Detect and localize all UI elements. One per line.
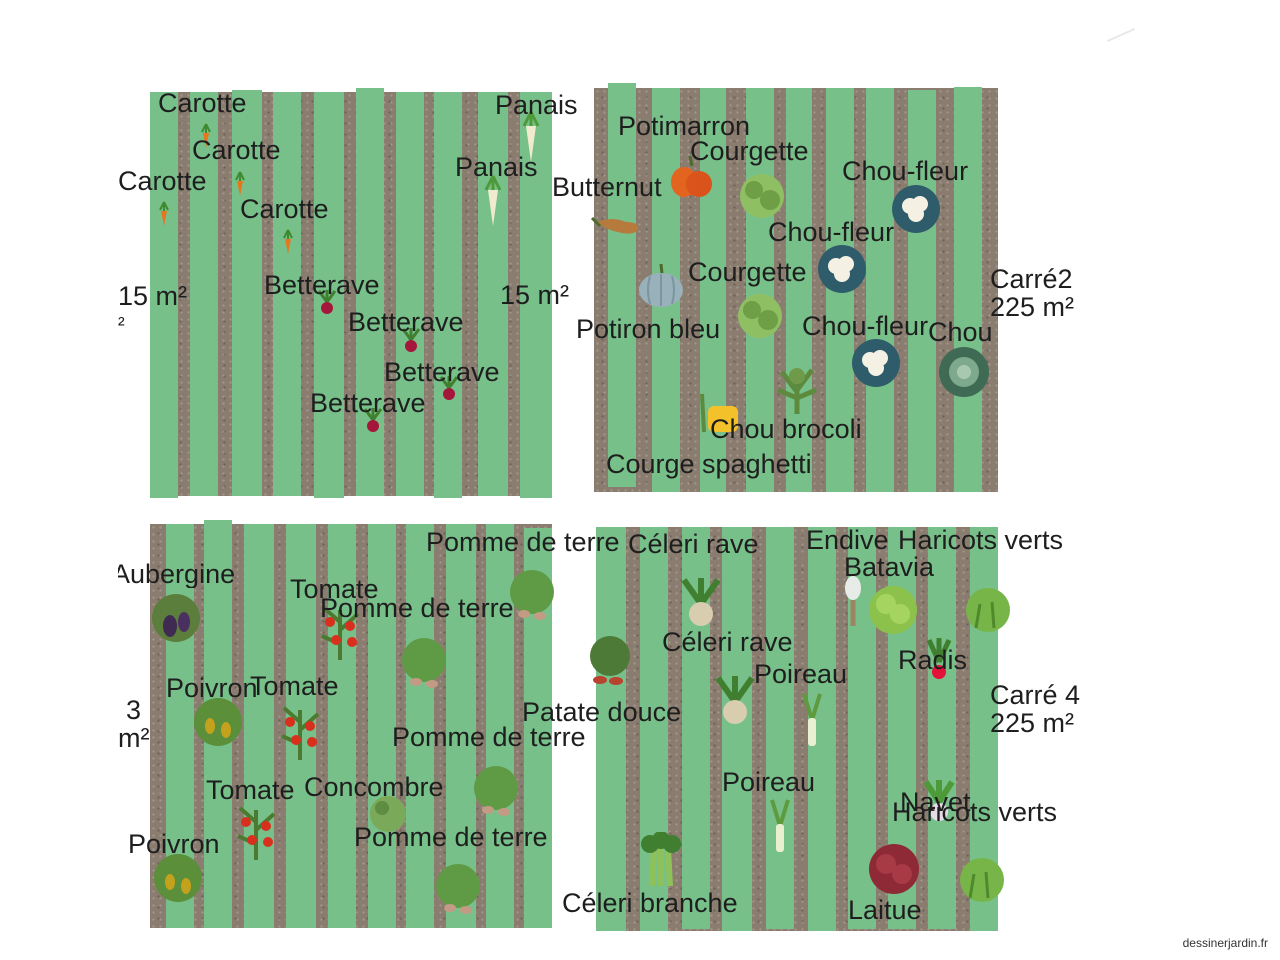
spaghetti-squash-icon[interactable] bbox=[692, 388, 748, 440]
bed-4-row bbox=[766, 527, 794, 929]
radish-icon[interactable] bbox=[924, 636, 954, 682]
bed-1-area-clip: ² bbox=[118, 314, 125, 336]
bed-3-row bbox=[486, 524, 514, 928]
cauliflower-icon[interactable] bbox=[850, 338, 902, 388]
cauliflower-icon[interactable] bbox=[890, 184, 942, 234]
carrot-icon[interactable] bbox=[228, 170, 252, 198]
potato-icon[interactable] bbox=[470, 764, 522, 818]
bed-4-row bbox=[722, 527, 752, 931]
beet-icon[interactable] bbox=[360, 406, 386, 434]
endive-icon[interactable] bbox=[842, 574, 864, 628]
bed-3-row bbox=[406, 524, 434, 928]
bed-1-row bbox=[520, 92, 552, 498]
bed-1-row bbox=[434, 92, 462, 498]
bed-2-name-label: Carré2 225 m² bbox=[990, 264, 1075, 322]
pepper-icon[interactable] bbox=[192, 696, 244, 750]
broccoli-icon[interactable] bbox=[772, 362, 822, 416]
bed-2-row bbox=[786, 88, 812, 492]
sweet-potato-icon[interactable] bbox=[584, 634, 636, 686]
tomato-icon[interactable] bbox=[314, 600, 366, 662]
cucumber-icon[interactable] bbox=[368, 794, 408, 834]
carrot-icon[interactable] bbox=[152, 200, 176, 228]
bed-1-row bbox=[273, 92, 301, 496]
bed-2-row bbox=[746, 88, 774, 492]
parsnip-icon[interactable] bbox=[516, 108, 546, 164]
celeriac-icon[interactable] bbox=[708, 672, 762, 728]
tomato-icon[interactable] bbox=[230, 800, 282, 862]
red-lettuce-icon[interactable] bbox=[866, 842, 922, 896]
turnip-icon[interactable] bbox=[918, 778, 960, 824]
butternut-icon[interactable] bbox=[586, 208, 642, 238]
watermark: dessinerjardin.fr bbox=[1182, 936, 1268, 950]
pumpkin-icon[interactable] bbox=[666, 152, 716, 200]
beet-icon[interactable] bbox=[398, 326, 424, 354]
cabbage-icon[interactable] bbox=[938, 346, 990, 398]
pepper-icon[interactable] bbox=[152, 852, 204, 906]
bed-4-row bbox=[928, 527, 956, 929]
bed-1-row bbox=[396, 92, 424, 496]
zucchini-icon[interactable] bbox=[736, 172, 788, 220]
beet-icon[interactable] bbox=[314, 288, 340, 316]
zucchini-icon[interactable] bbox=[734, 292, 786, 340]
leek-icon[interactable] bbox=[800, 690, 824, 748]
eggplant-icon[interactable] bbox=[150, 592, 202, 646]
bed-3-row bbox=[244, 524, 274, 928]
celeriac-icon[interactable] bbox=[674, 574, 728, 630]
bed-1-row bbox=[190, 92, 218, 496]
potato-icon[interactable] bbox=[506, 568, 558, 622]
bed-4-name-label: Carré 4 225 m² bbox=[990, 680, 1081, 738]
potato-icon[interactable] bbox=[432, 862, 484, 916]
bed-2-row bbox=[908, 90, 936, 492]
beet-icon[interactable] bbox=[436, 374, 462, 402]
tomato-icon[interactable] bbox=[274, 700, 326, 762]
bed-1-row bbox=[314, 92, 344, 498]
potato-icon[interactable] bbox=[398, 636, 450, 690]
blue-pumpkin-icon[interactable] bbox=[636, 262, 686, 310]
parsnip-icon[interactable] bbox=[478, 172, 508, 228]
celery-icon[interactable] bbox=[634, 832, 688, 888]
lettuce-icon[interactable] bbox=[866, 584, 920, 636]
bed-3-name-label: 3 m² bbox=[118, 695, 150, 753]
cauliflower-icon[interactable] bbox=[816, 244, 868, 294]
bed-3-row bbox=[368, 524, 396, 928]
bed-3-row bbox=[446, 524, 476, 928]
canvas-corner-mark bbox=[1106, 27, 1136, 43]
bed-1-row bbox=[150, 92, 178, 498]
bed-2-row bbox=[954, 87, 982, 492]
leek-icon[interactable] bbox=[768, 796, 792, 854]
bed-1-row bbox=[356, 88, 384, 496]
carrot-icon[interactable] bbox=[194, 122, 218, 150]
bed-3-row bbox=[328, 524, 356, 928]
bed-1-row bbox=[478, 92, 508, 496]
carrot-icon[interactable] bbox=[276, 228, 300, 256]
bed-1-row bbox=[232, 90, 262, 496]
bed-4-row bbox=[596, 527, 626, 931]
green-bean-icon[interactable] bbox=[962, 584, 1014, 638]
bed-2-row bbox=[608, 83, 636, 487]
green-bean-icon[interactable] bbox=[956, 854, 1008, 908]
bed-2-row bbox=[866, 88, 894, 492]
